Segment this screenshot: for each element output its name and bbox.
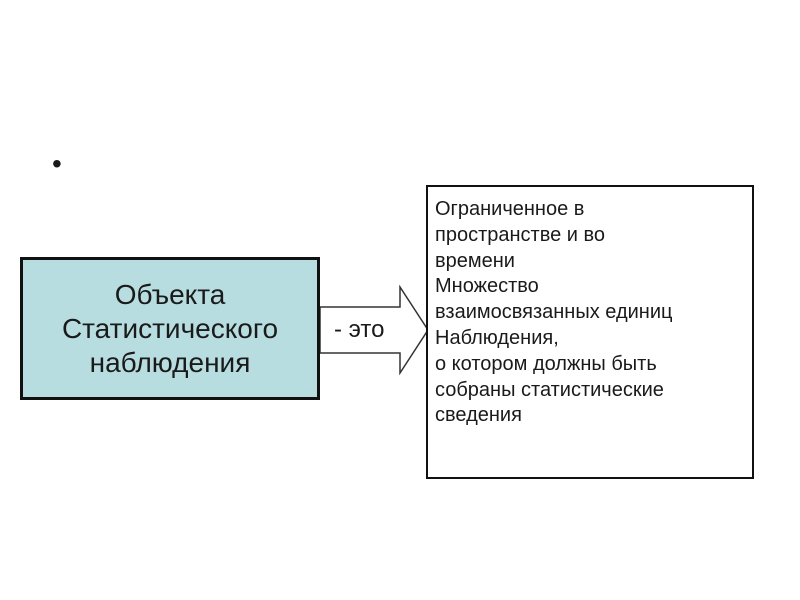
definition-line: о котором должны быть xyxy=(435,352,657,375)
definition-line: времени xyxy=(435,249,515,272)
right-arrow-icon xyxy=(320,285,429,375)
definition-line: собраны статистические xyxy=(435,378,664,401)
definition-line: взаимосвязанных единиц xyxy=(435,301,673,324)
object-box-line: Статистического xyxy=(61,312,279,344)
definition-line: Наблюдения, xyxy=(435,326,559,349)
object-box: Объекта Статистического наблюдения xyxy=(20,257,320,400)
definition-line: Множество xyxy=(435,275,539,298)
object-box-line: Объекта xyxy=(114,278,226,310)
definition-box: Ограниченное в пространстве и во времени… xyxy=(426,185,754,479)
connector-label: - это xyxy=(334,316,385,343)
object-box-line: наблюдения xyxy=(89,346,251,378)
definition-line: пространстве и во xyxy=(435,223,606,246)
definition-line: сведения xyxy=(435,404,522,427)
definition-line: Ограниченное в xyxy=(435,198,585,220)
bullet-point: • xyxy=(52,148,62,179)
